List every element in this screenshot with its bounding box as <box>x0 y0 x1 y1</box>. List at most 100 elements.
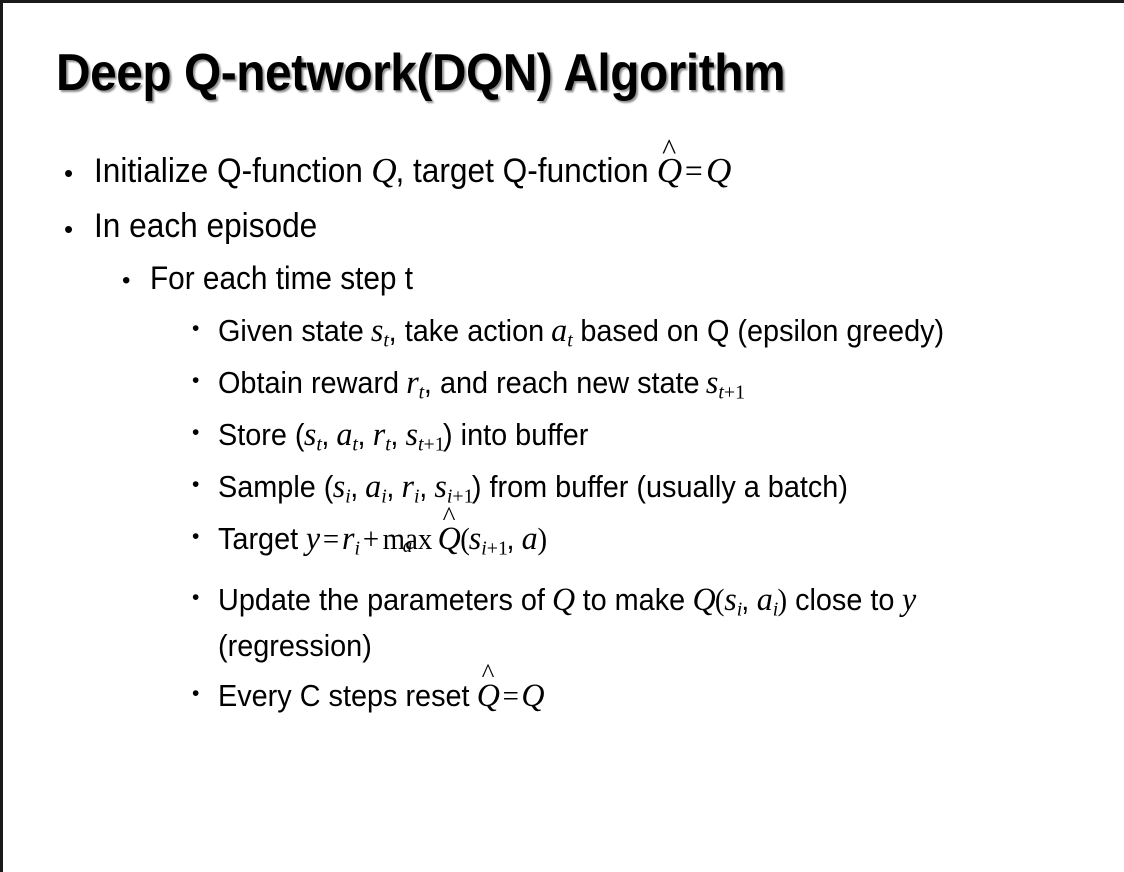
text-segment: based on Q (epsilon greedy) <box>572 312 945 348</box>
math-var-s-base: s <box>332 467 346 504</box>
math-var-r-base: r <box>342 519 355 556</box>
bullet-item-given-state: • Given state st, take action at based o… <box>0 308 1124 355</box>
text-comma: , <box>390 416 407 452</box>
math-subscript-i: i <box>354 537 361 560</box>
bullet-marker: • <box>192 524 200 548</box>
math-var-a: at <box>337 412 359 459</box>
text-segment: Initialize Q-function <box>94 152 372 190</box>
text-comma: , <box>321 416 338 452</box>
math-var-s-base: s <box>723 580 737 617</box>
subscript-offset: +1 <box>423 433 445 456</box>
hat-accent-mark: ^ <box>661 132 676 167</box>
bullet-item-store-transition: • Store (st, at, rt, st+1) into buffer <box>0 412 1124 459</box>
math-subscript-i: i <box>381 485 388 508</box>
math-subscript-t: t <box>418 381 425 404</box>
text-comma: , <box>741 581 758 617</box>
bullet-text-in-each-episode: In each episode <box>94 207 318 246</box>
bullet-text-given-state: Given state st, take action at based on … <box>218 308 1061 355</box>
text-segment: Obtain reward <box>218 364 408 400</box>
bullet-text-sample-batch: Sample (si, ai, ri, si+1) from buffer (u… <box>218 464 1061 511</box>
math-subscript-i: i <box>345 485 351 508</box>
text-comma: , <box>357 416 374 452</box>
bullet-item-update-parameters: • Update the parameters of Q to make Q(s… <box>0 577 1124 668</box>
text-segment: ) from buffer (usually a batch) <box>471 468 848 504</box>
max-operator-label: max <box>382 520 433 556</box>
math-var-q: Q <box>521 676 545 713</box>
bullet-text-initialize: Initialize Q-function Q, target Q-functi… <box>94 134 1052 194</box>
slide-frame-left-border <box>0 0 3 872</box>
hat-accent-mark: ^ <box>442 501 456 532</box>
bullet-marker: • <box>64 214 74 245</box>
math-subscript-i: i <box>736 598 742 621</box>
math-var-s-base: s <box>371 311 384 348</box>
bullet-item-in-each-episode: • In each episode <box>0 204 1124 248</box>
bullet-marker: • <box>192 368 200 392</box>
math-var-r-base: r <box>406 363 419 400</box>
math-var-q-base: Q <box>437 519 462 556</box>
math-subscript-i-plus-1: i+1 <box>481 537 508 559</box>
slide-title: Deep Q-network(DQN) Algorithm <box>56 44 786 102</box>
math-var-a-base: a <box>336 415 353 452</box>
math-var-r-base: r <box>372 415 386 452</box>
math-var-q: Q <box>370 150 397 190</box>
math-equals: = <box>502 677 519 713</box>
math-var-r: ri <box>402 464 420 511</box>
math-var-r: rt <box>373 412 391 459</box>
text-segment: , target Q-function <box>395 152 658 190</box>
text-comma: , <box>506 520 523 556</box>
math-paren-open: ( <box>714 581 725 617</box>
math-var-q: Q <box>552 580 576 617</box>
math-var-q2: Q <box>705 150 732 190</box>
subscript-offset: +1 <box>452 485 474 508</box>
math-var-s-next: si+1 <box>434 464 473 511</box>
text-comma: , <box>350 468 367 504</box>
bullet-text-for-each-time-step: For each time step t <box>150 260 413 297</box>
math-var-s-base: s <box>405 415 418 452</box>
math-paren-close: ) <box>777 581 788 617</box>
hat-accent-mark: ^ <box>481 658 495 689</box>
bullet-marker: • <box>192 585 200 609</box>
math-paren-open: ( <box>460 520 470 556</box>
text-segment: , and reach new state <box>423 364 708 400</box>
text-comma: , <box>386 468 403 504</box>
bullet-item-initialize: • Initialize Q-function Q, target Q-func… <box>0 134 1124 194</box>
math-paren-close: ) <box>537 520 548 556</box>
math-var-a-base: a <box>551 311 568 348</box>
text-segment: Every C steps reset <box>218 677 478 713</box>
text-segment: Target <box>218 520 307 556</box>
bullet-marker: • <box>192 472 200 496</box>
bullet-item-for-each-time-step: • For each time step t <box>0 258 1124 300</box>
text-segment: ) into buffer <box>443 416 589 452</box>
text-segment: , take action <box>388 312 553 348</box>
max-operator-limit: a <box>402 534 413 557</box>
math-var-y: y <box>305 519 320 556</box>
math-var-s-next: st+1 <box>706 360 745 407</box>
math-var-s-next: st+1 <box>405 412 444 459</box>
math-var-q-base: Q <box>476 676 500 713</box>
math-var-r-base: r <box>401 467 415 504</box>
math-equals: = <box>684 153 703 190</box>
math-var-q-hat: ^Q <box>657 134 682 194</box>
text-segment: close to <box>787 581 903 617</box>
math-var-a-base: a <box>756 580 773 617</box>
math-subscript-t: t <box>385 433 392 456</box>
math-var-s-next: si+1 <box>469 516 508 563</box>
bullet-marker: • <box>64 158 74 188</box>
bullet-text-reset-target-network: Every C steps reset ^Q=Q <box>218 659 1061 719</box>
text-segment: Store ( <box>218 416 305 452</box>
math-var-s: st <box>304 412 322 459</box>
math-var-s: si <box>724 577 742 624</box>
bullet-item-reset-target-network: • Every C steps reset ^Q=Q <box>0 659 1124 719</box>
bullet-marker: • <box>192 681 200 705</box>
math-var-q-hat: ^Q <box>476 659 500 719</box>
bullet-text-update-parameters: Update the parameters of Q to make Q(si,… <box>218 577 1061 668</box>
math-subscript-t: t <box>316 433 322 456</box>
subscript-base: t <box>417 433 424 456</box>
text-segment: Sample ( <box>218 468 334 504</box>
math-var-a: a <box>521 519 539 556</box>
math-var-a-base: a <box>365 467 382 504</box>
text-segment: Given state <box>218 312 372 348</box>
